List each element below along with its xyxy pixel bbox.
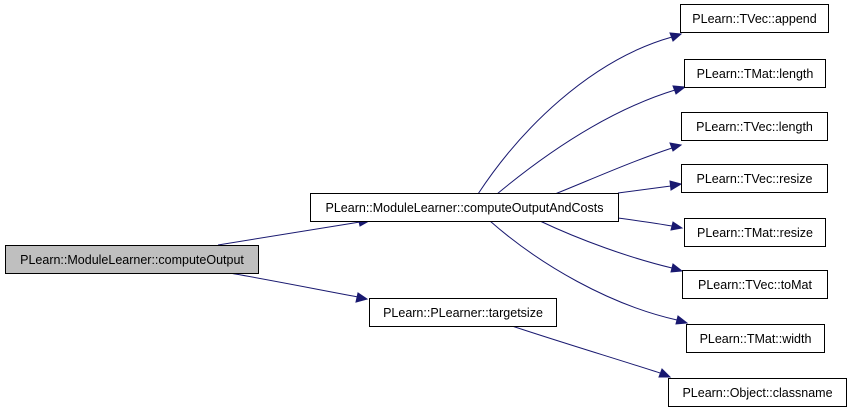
edge-to-tvec-tomat — [539, 220, 673, 269]
arrowhead — [669, 142, 683, 152]
arrowhead — [675, 315, 689, 325]
node-tvec-length[interactable]: PLearn::TVec::length — [681, 112, 828, 141]
node-label: PLearn::TVec::append — [692, 12, 816, 26]
node-label: PLearn::ModuleLearner::computeOutputAndC… — [326, 201, 604, 215]
node-label: PLearn::TVec::length — [696, 120, 813, 134]
edges — [217, 32, 689, 378]
arrowhead — [658, 368, 672, 378]
node-tvec-tomat[interactable]: PLearn::TVec::toMat — [682, 270, 828, 299]
arrowhead — [669, 180, 683, 191]
edge-to-tvec-resize — [617, 185, 672, 194]
edge-targetsize-to-classname — [511, 325, 661, 374]
arrowhead — [670, 221, 684, 231]
node-tmat-resize[interactable]: PLearn::TMat::resize — [684, 218, 826, 247]
node-label: PLearn::TMat::length — [697, 67, 814, 81]
arrowhead — [672, 85, 687, 95]
node-object-classname[interactable]: PLearn::Object::classname — [668, 378, 847, 407]
edge-to-tmat-resize — [617, 217, 673, 227]
node-tvec-resize[interactable]: PLearn::TVec::resize — [681, 164, 828, 193]
edge-to-tmat-length — [496, 89, 676, 195]
node-label: PLearn::Object::classname — [682, 386, 832, 400]
node-label: PLearn::PLearner::targetsize — [383, 306, 543, 320]
node-tmat-length[interactable]: PLearn::TMat::length — [684, 59, 826, 88]
node-label: PLearn::ModuleLearner::computeOutput — [20, 253, 244, 267]
node-tvec-append[interactable]: PLearn::TVec::append — [680, 4, 829, 33]
arrowhead — [355, 292, 369, 303]
edge-root-to-compute-output-and-costs — [217, 221, 361, 246]
node-root[interactable]: PLearn::ModuleLearner::computeOutput — [5, 245, 259, 274]
node-compute-output-and-costs[interactable]: PLearn::ModuleLearner::computeOutputAndC… — [310, 193, 619, 222]
node-tmat-width[interactable]: PLearn::TMat::width — [686, 324, 825, 353]
arrowhead — [670, 263, 684, 273]
node-label: PLearn::TMat::width — [700, 332, 812, 346]
edge-to-tvec-length — [554, 147, 673, 195]
edge-to-tvec-append — [477, 36, 673, 195]
node-targetsize[interactable]: PLearn::PLearner::targetsize — [369, 298, 557, 327]
arrowhead — [669, 32, 683, 42]
node-label: PLearn::TVec::toMat — [698, 278, 812, 292]
node-label: PLearn::TMat::resize — [697, 226, 813, 240]
edge-root-to-targetsize — [217, 270, 359, 298]
edge-to-tmat-width — [489, 220, 678, 321]
node-label: PLearn::TVec::resize — [696, 172, 812, 186]
